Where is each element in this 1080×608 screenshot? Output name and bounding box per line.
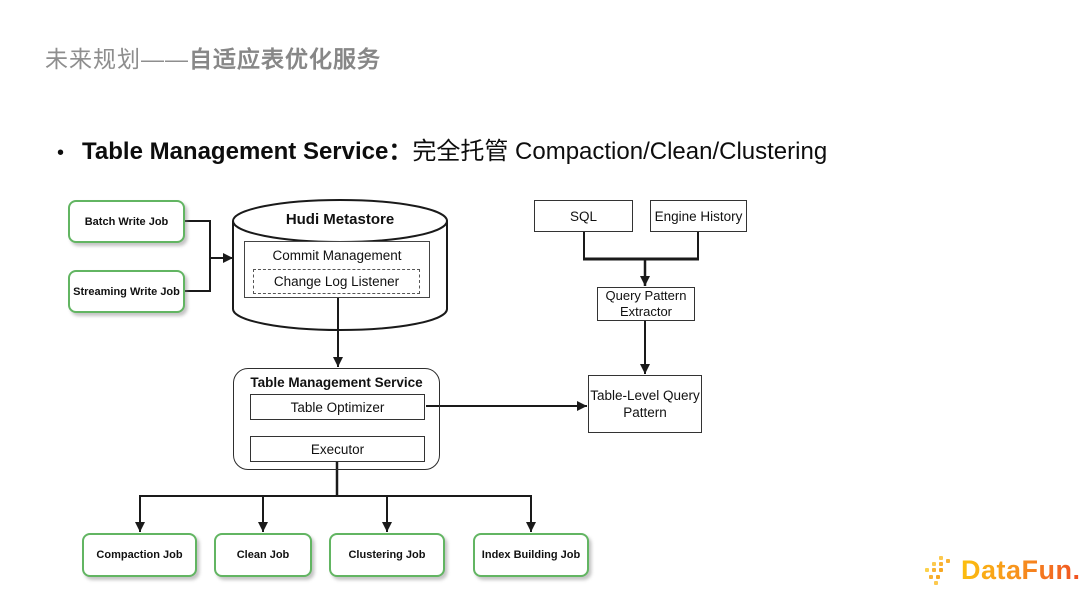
bullet-term: Table Management Service： [82,138,413,165]
page-title: 未来规划——自适应表优化服务 [45,40,381,74]
node-label: Clustering Job [348,549,426,561]
node-label: Streaming Write Job [73,285,180,298]
node-label: Batch Write Job [84,215,169,228]
bullet-marker: • [57,142,65,164]
node-label: Change Log Listener [273,274,400,289]
node-engine-history: Engine History [650,200,747,232]
datafun-logo-mark [925,556,950,585]
node-label: SQL [569,208,597,224]
node-executor: Executor [250,436,425,462]
node-table-optimizer: Table Optimizer [250,394,425,420]
node-label: Table Optimizer [290,399,385,415]
node-query-pattern-extractor: Query Pattern Extractor [597,287,695,321]
bullet-line: • Table Management Service： 完全托管 Compact… [57,131,827,166]
node-index-building-job: Index Building Job [473,533,589,577]
node-label: Index Building Job [481,549,581,561]
node-streaming-write-job: Streaming Write Job [68,270,185,313]
node-label: Commit Management [272,248,402,263]
node-table-level-query-pattern: Table-Level Query Pattern [588,375,702,433]
node-hudi-metastore-label: Hudi Metastore [233,203,447,235]
node-clean-job: Clean Job [214,533,312,577]
title-emphasis: 自适应表优化服务 [189,46,381,72]
node-label: Query Pattern Extractor [605,288,687,319]
node-label: Compaction Job [96,549,183,561]
datafun-logo-text: DataFun. [961,554,1080,585]
title-prefix: 未来规划—— [45,46,189,72]
node-label: Engine History [654,208,743,224]
node-change-log-listener: Change Log Listener [253,269,420,294]
node-commit-management: Commit Management Change Log Listener [244,241,430,298]
node-batch-write-job: Batch Write Job [68,200,185,243]
node-clustering-job: Clustering Job [329,533,445,577]
node-table-management-service: Table Management Service Table Optimizer… [233,368,440,470]
node-label: Hudi Metastore [285,210,395,228]
node-sql: SQL [534,200,633,232]
bullet-description: 完全托管 Compaction/Clean/Clustering [412,138,828,165]
datafun-logo: DataFun. [925,550,1080,590]
node-compaction-job: Compaction Job [82,533,197,577]
node-label: Table Management Service [250,375,423,390]
node-label: Table-Level Query Pattern [590,388,700,420]
node-label: Executor [310,441,365,457]
connector-batch-to-join [185,220,211,292]
node-label: Clean Job [236,549,290,561]
